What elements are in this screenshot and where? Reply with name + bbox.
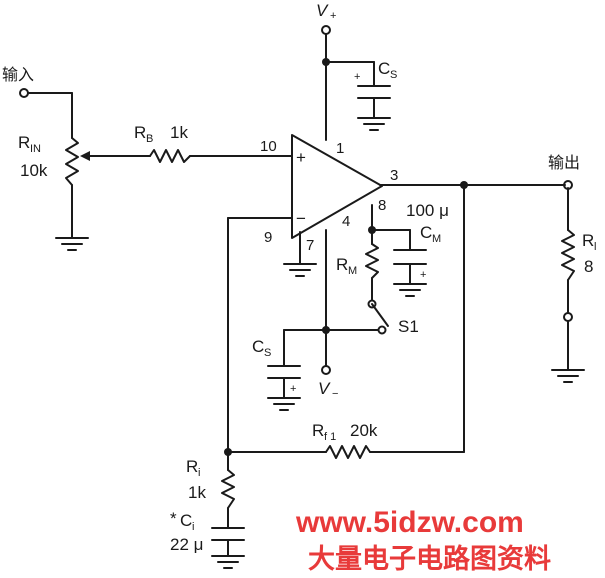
cs-bottom-name: C [252, 337, 264, 356]
rf-value: 20k [350, 421, 378, 440]
rf-resistor [325, 445, 371, 459]
load-terminal [563, 312, 573, 322]
rb-value: 1k [170, 123, 188, 142]
amp-minus-sign: − [296, 209, 306, 228]
rin-value: 10k [20, 161, 48, 180]
input-label: 输入 [2, 65, 34, 84]
rin-wiper-arrow [80, 151, 90, 161]
cm-name: C [420, 223, 432, 242]
ground-icon [393, 283, 427, 297]
rb-name: R [134, 123, 146, 142]
s1-label: S1 [398, 317, 419, 336]
cs-top-capacitor [357, 85, 391, 99]
rm-name: R [336, 255, 348, 274]
pin-10: 10 [260, 138, 277, 155]
cs-bottom-capacitor [267, 365, 301, 379]
amp-plus-sign: + [296, 148, 306, 167]
op-amp: + − [291, 134, 383, 239]
vplus-sign: + [330, 10, 336, 22]
rl-name: R [582, 231, 594, 250]
ground-icon [551, 369, 585, 383]
pin-numbers: 10 1 3 8 4 9 7 [260, 138, 398, 254]
polarity-plus: + [354, 71, 360, 83]
pin-1: 1 [336, 140, 344, 157]
polarity-plus: + [290, 383, 296, 395]
terminals [19, 25, 573, 375]
pin-9: 9 [264, 229, 272, 246]
cm-sub: M [432, 233, 441, 245]
rm-sub: M [348, 265, 357, 277]
cs-top-sub: S [390, 69, 397, 81]
rl-value: 8 [584, 257, 593, 276]
pin-8: 8 [378, 197, 386, 214]
ri-name: R [186, 457, 198, 476]
ground-icon [357, 117, 391, 131]
vminus-terminal [321, 365, 331, 375]
ci-name: C [180, 511, 192, 530]
rin-sub: IN [30, 143, 41, 155]
vplus-terminal [321, 25, 331, 35]
ci-sub: i [192, 521, 194, 533]
rin-resistor [65, 137, 79, 186]
output-terminal [563, 180, 573, 190]
ground-icon [211, 555, 245, 569]
vminus-label: V [318, 379, 331, 398]
s1-switch-arm [371, 303, 389, 327]
ri-resistor [221, 469, 235, 509]
switch-contact-bottom [377, 325, 387, 335]
switch-contact-top [367, 299, 377, 309]
ci-prefix: * [170, 509, 177, 528]
rm-resistor [365, 243, 379, 279]
vminus-sign: − [332, 388, 338, 400]
ground-icon [267, 397, 301, 411]
polarity-plus: + [420, 269, 426, 281]
rl-resistor [561, 229, 575, 281]
wires [27, 33, 569, 557]
rb-sub: B [146, 133, 153, 145]
cm-capacitor [393, 249, 427, 265]
pin-4: 4 [342, 213, 350, 230]
output-label: 输出 [548, 153, 580, 172]
cm-value: 100 μ [406, 201, 449, 220]
ground-icon [283, 263, 317, 277]
watermark-url: www.5idzw.com [295, 506, 524, 539]
ri-sub: i [198, 467, 200, 479]
ci-value: 22 μ [170, 535, 203, 554]
vplus-label: V [316, 1, 329, 20]
rf-sub: f 1 [324, 431, 336, 443]
rl-sub: l [594, 241, 596, 253]
rin-name: R [18, 133, 30, 152]
cs-bottom-sub: S [264, 347, 271, 359]
ri-value: 1k [188, 483, 206, 502]
ground-icon [55, 237, 89, 251]
cs-top-name: C [378, 59, 390, 78]
watermark-text: 大量电子电路图资料 [308, 543, 551, 575]
junctions [224, 58, 468, 456]
input-terminal [19, 88, 29, 98]
ci-capacitor [211, 527, 245, 541]
pin-7: 7 [306, 237, 314, 254]
rb-resistor [149, 149, 191, 163]
pin-3: 3 [390, 167, 398, 184]
rf-name: R [312, 421, 324, 440]
